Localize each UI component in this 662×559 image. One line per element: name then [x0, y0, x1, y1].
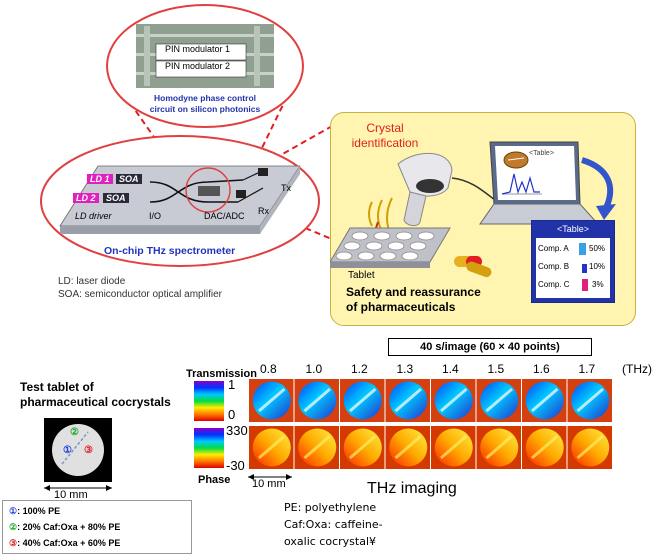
- homodyne-caption-2: circuit on silicon photonics: [149, 104, 261, 114]
- transmission-image-band: [303, 387, 331, 413]
- test-tablet-title-1: Test tablet of: [20, 380, 94, 394]
- tablet-scale-arrow: [44, 485, 112, 491]
- composition-table: <Table> Comp. A 50% Comp. B 10% Comp. C …: [531, 220, 615, 303]
- tablet-scale-label: 10 mm: [54, 489, 88, 501]
- transmission-colorbar: [194, 381, 224, 421]
- phase-image-band: [349, 434, 377, 460]
- frequency-unit: (THz): [622, 362, 652, 376]
- table-row: Comp. C 3%: [536, 278, 610, 293]
- note-3: ③: 40% Caf:Oxa + 60% PE: [9, 538, 121, 548]
- imaging-rate-box: 40 s/image (60 × 40 points): [388, 338, 592, 356]
- frequency-label: 0.8: [260, 362, 277, 376]
- composition-table-title: <Table>: [556, 224, 590, 234]
- row-value: 10%: [589, 262, 606, 271]
- pin-modulator-2-label: PIN modulator 2: [165, 61, 231, 71]
- composition-table-body: Comp. A 50% Comp. B 10% Comp. C 3%: [536, 238, 610, 298]
- thz-image-grid: [249, 379, 612, 469]
- pin-modulator-1-label: PIN modulator 1: [165, 44, 231, 54]
- table-row: Comp. B 10%: [536, 260, 610, 275]
- abbr-pe: PE: polyethylene: [284, 501, 377, 514]
- transmission-max: 1: [228, 377, 236, 392]
- tx-label: Tx: [281, 183, 291, 193]
- abbr-caf-2: oxalic cocrystal¥: [284, 535, 376, 548]
- row-label: Comp. B: [538, 262, 570, 271]
- legend-ld: LD: laser diode: [58, 276, 126, 287]
- phase-colorbar: [194, 428, 224, 468]
- test-tablet-title-2: pharmaceutical cocrystals: [20, 395, 171, 409]
- ld1-label: LD 1: [87, 174, 113, 184]
- table-row: Comp. A 50%: [536, 242, 610, 257]
- phase-max: 330: [226, 423, 248, 438]
- soa1-label: SOA: [116, 174, 142, 184]
- mark-3: ③: [84, 445, 93, 456]
- phase-image-band: [394, 434, 422, 460]
- screen-table-title: <Table>: [529, 150, 554, 157]
- io-label: I/O: [149, 211, 162, 221]
- frequency-label: 1.7: [578, 362, 596, 376]
- mark-1: ①: [63, 445, 72, 456]
- thz-imaging-title: THz imaging: [367, 480, 457, 497]
- row-bar: [582, 264, 587, 273]
- crystal-label-2: identification: [351, 136, 419, 150]
- dac-adc-label: DAC/ADC: [204, 211, 245, 221]
- transmission-image-band: [531, 387, 559, 413]
- silicon-photonics-callout: [106, 4, 304, 128]
- tablet-label: Tablet: [348, 270, 375, 281]
- frequency-label: 1.2: [351, 362, 368, 376]
- transmission-image-band: [394, 387, 422, 413]
- crystal-label-1: Crystal: [366, 121, 404, 135]
- transmission-image-band: [349, 387, 377, 413]
- safety-label-1: Safety and reassurance: [346, 285, 481, 299]
- phase-image-band: [258, 434, 286, 460]
- transmission-min: 0: [228, 407, 236, 422]
- abbr-caf-1: Caf:Oxa: caffeine-: [284, 518, 383, 531]
- transmission-label: Transmission: [186, 368, 257, 380]
- phase-image-band: [303, 434, 331, 460]
- frequency-label: 1.5: [487, 362, 505, 376]
- phase-image-band: [485, 434, 513, 460]
- ld-driver-label: LD driver: [75, 211, 112, 221]
- ld2-label: LD 2: [73, 193, 99, 203]
- note-1: ①: 100% PE: [9, 506, 61, 516]
- phase-image-band: [576, 434, 604, 460]
- row-bar: [582, 279, 588, 291]
- row-label: Comp. C: [538, 280, 570, 289]
- test-tablet-disc: [52, 424, 104, 476]
- row-label: Comp. A: [538, 244, 569, 253]
- imaging-scale-arrow: [248, 474, 292, 480]
- row-bar: [579, 243, 586, 255]
- phase-image-band: [531, 434, 559, 460]
- transmission-image-band: [258, 387, 286, 413]
- frequency-label: 1.3: [396, 362, 414, 376]
- frequency-label: 1.6: [533, 362, 550, 376]
- composition-notes: ①: 100% PE ②: 20% Caf:Oxa + 80% PE ③: 40…: [2, 500, 192, 554]
- imaging-scale-label: 10 mm: [252, 478, 286, 490]
- row-value: 3%: [592, 280, 604, 289]
- application-illustration: [330, 141, 616, 278]
- phase-image-band: [440, 434, 468, 460]
- mark-2: ②: [70, 427, 79, 438]
- chip-title: On-chip THz spectrometer: [104, 245, 236, 257]
- phase-label: Phase: [198, 474, 231, 486]
- transmission-image-band: [485, 387, 513, 413]
- row-value: 50%: [589, 244, 606, 253]
- transmission-image-band: [440, 387, 468, 413]
- soa2-label: SOA: [103, 193, 129, 203]
- phase-min: -30: [226, 458, 245, 473]
- legend-soa: SOA: semiconductor optical amplifier: [58, 289, 222, 300]
- frequency-label: 1.0: [305, 362, 323, 376]
- transmission-image-band: [576, 387, 604, 413]
- homodyne-caption-1: Homodyne phase control: [153, 93, 256, 103]
- rx-label: Rx: [258, 206, 269, 216]
- note-2: ②: 20% Caf:Oxa + 80% PE: [9, 522, 121, 532]
- frequency-label: 1.4: [442, 362, 459, 376]
- safety-label-2: of pharmaceuticals: [346, 300, 456, 314]
